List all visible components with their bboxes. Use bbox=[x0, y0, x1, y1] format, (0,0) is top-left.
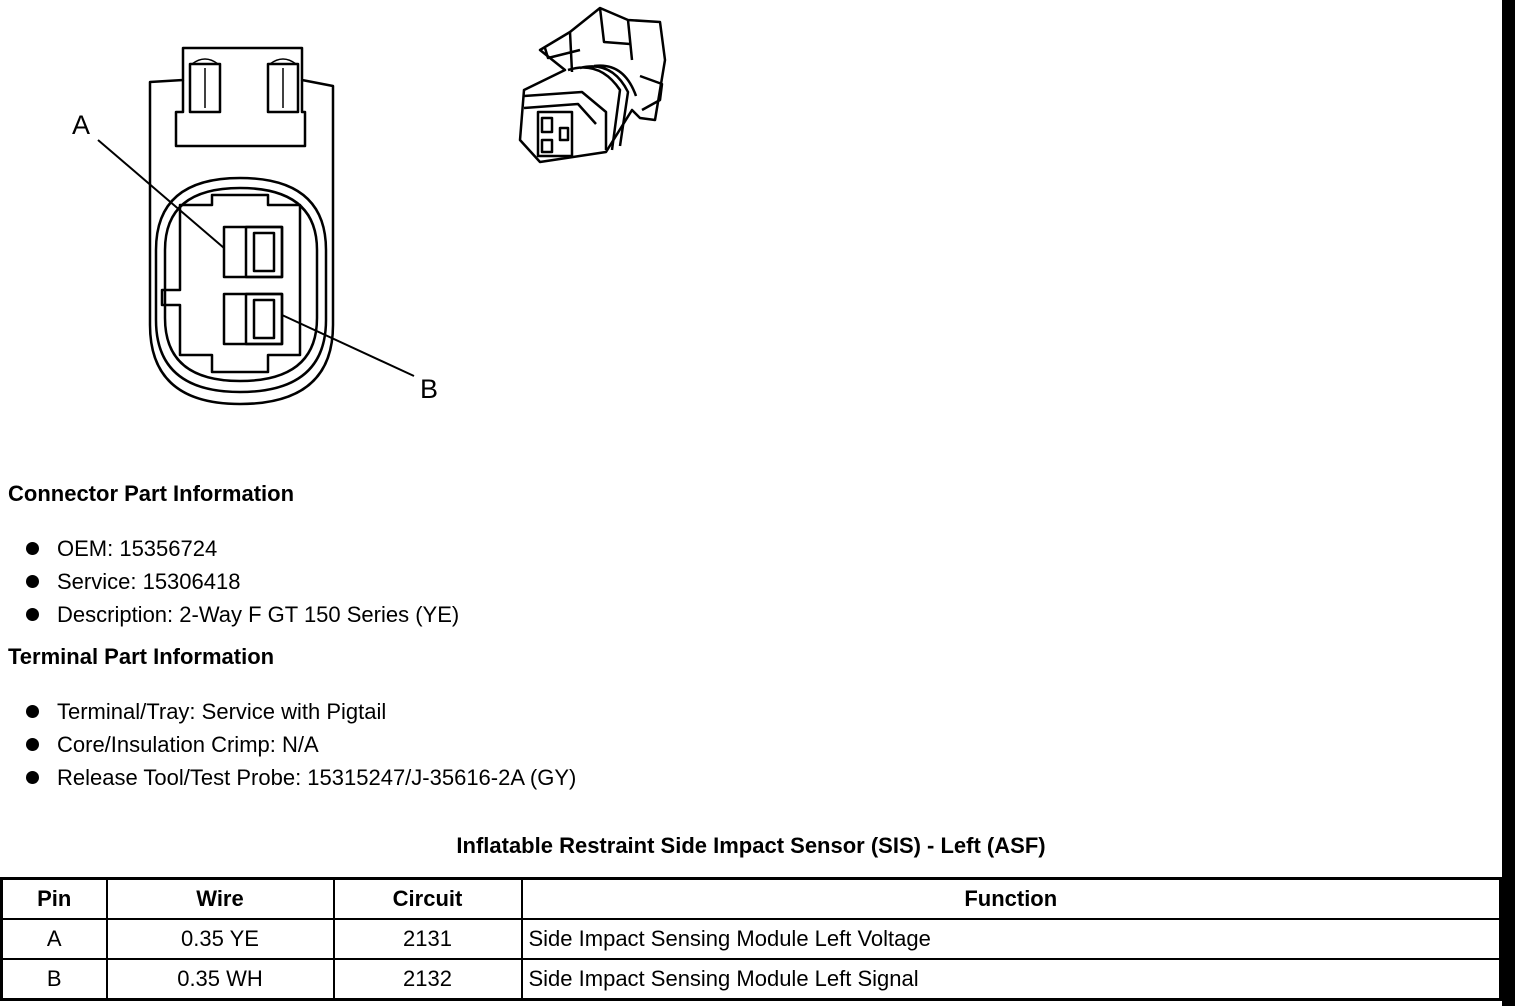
column-header-wire: Wire bbox=[105, 877, 335, 920]
column-header-pin: Pin bbox=[0, 877, 108, 920]
pinout-table: Pin Wire Circuit Function A 0.35 YE 2131… bbox=[0, 877, 1502, 1001]
terminal-info-list: Terminal/Tray: Service with Pigtail Core… bbox=[26, 695, 576, 794]
table-header-row: Pin Wire Circuit Function bbox=[0, 877, 1502, 920]
function-cell: Side Impact Sensing Module Left Signal bbox=[520, 958, 1502, 1001]
pin-b-label: B bbox=[420, 374, 438, 404]
list-item: Description: 2-Way F GT 150 Series (YE) bbox=[26, 598, 459, 631]
connector-diagram: A B bbox=[72, 6, 667, 406]
connector-face-view bbox=[97, 46, 415, 406]
column-header-circuit: Circuit bbox=[332, 877, 523, 920]
wire-cell: 0.35 WH bbox=[105, 958, 335, 1001]
bullet-icon bbox=[26, 738, 39, 751]
connector-info-list: OEM: 15356724 Service: 15306418 Descript… bbox=[26, 532, 459, 631]
terminal-b bbox=[222, 292, 284, 346]
terminal-info-heading: Terminal Part Information bbox=[8, 644, 275, 669]
circuit-cell: 2131 bbox=[332, 918, 523, 960]
connector-iso-view bbox=[518, 6, 667, 164]
connector-info-heading: Connector Part Information bbox=[8, 481, 295, 506]
column-header-function: Function bbox=[520, 877, 1502, 920]
list-item: OEM: 15356724 bbox=[26, 532, 459, 565]
bullet-icon bbox=[26, 575, 39, 588]
pin-cell: B bbox=[0, 958, 108, 1001]
page-border-right bbox=[1502, 0, 1515, 1006]
pin-a-label: A bbox=[72, 110, 90, 140]
bullet-icon bbox=[26, 771, 39, 784]
circuit-cell: 2132 bbox=[332, 958, 523, 1001]
bullet-icon bbox=[26, 542, 39, 555]
table-title: Inflatable Restraint Side Impact Sensor … bbox=[456, 833, 1046, 858]
list-item: Release Tool/Test Probe: 15315247/J-3561… bbox=[26, 761, 576, 794]
table-row: B 0.35 WH 2132 Side Impact Sensing Modul… bbox=[0, 958, 1502, 1001]
function-cell: Side Impact Sensing Module Left Voltage bbox=[520, 918, 1502, 960]
bullet-icon bbox=[26, 705, 39, 718]
list-item: Service: 15306418 bbox=[26, 565, 459, 598]
terminal-a bbox=[222, 225, 284, 279]
pin-cell: A bbox=[0, 918, 108, 960]
wire-cell: 0.35 YE bbox=[105, 918, 335, 960]
list-item: Terminal/Tray: Service with Pigtail bbox=[26, 695, 576, 728]
list-item: Core/Insulation Crimp: N/A bbox=[26, 728, 576, 761]
table-row: A 0.35 YE 2131 Side Impact Sensing Modul… bbox=[0, 918, 1502, 960]
bullet-icon bbox=[26, 608, 39, 621]
